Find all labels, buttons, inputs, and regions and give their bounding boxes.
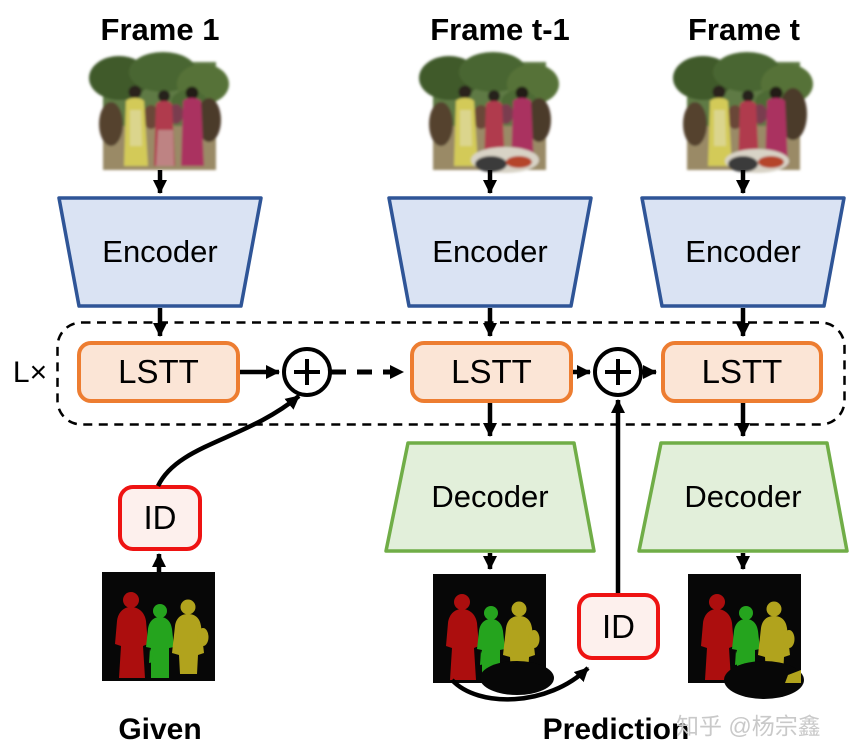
frame-1-title: Frame 1 xyxy=(100,12,220,47)
id-1-label: ID xyxy=(143,499,177,536)
lstt-2-label: LSTT xyxy=(451,353,532,390)
encoder-1-label: Encoder xyxy=(102,234,218,269)
decoder-3-shape: Decoder xyxy=(637,441,849,553)
encoder-1-shape: Encoder xyxy=(57,196,263,308)
frame-t-1-title: Frame t-1 xyxy=(430,12,570,47)
decoder-3-label: Decoder xyxy=(684,479,802,514)
decoder-2-label: Decoder xyxy=(431,479,549,514)
frame-t-1-photo xyxy=(419,52,559,173)
mask-prediction-t-image xyxy=(688,574,804,699)
decoder-2-shape: Decoder xyxy=(384,441,596,553)
id-2-box: ID xyxy=(577,593,660,660)
encoder-3-shape: Encoder xyxy=(640,196,846,308)
id-2-label: ID xyxy=(602,607,635,645)
mask-prediction-t-1-image xyxy=(433,574,554,695)
frame-1-photo xyxy=(89,52,229,170)
mask-given-image xyxy=(102,572,215,681)
sum-2-icon xyxy=(593,347,643,397)
prediction-caption: Prediction xyxy=(542,713,690,746)
lstt-1-box: LSTT xyxy=(77,341,240,403)
frame-t-photo xyxy=(673,52,813,173)
lstt-3-box: LSTT xyxy=(661,341,823,403)
encoder-2-shape: Encoder xyxy=(387,196,593,308)
encoder-2-label: Encoder xyxy=(432,234,548,269)
layer-repeat-label: L× xyxy=(12,356,48,389)
arrow-id1-to-sum1-curve xyxy=(155,394,301,488)
frame-t-title: Frame t xyxy=(688,12,800,47)
given-caption: Given xyxy=(118,713,202,746)
sum-1-icon xyxy=(282,347,332,397)
lstt-3-label: LSTT xyxy=(701,353,783,390)
encoder-3-label: Encoder xyxy=(685,234,801,269)
watermark: 知乎 @杨宗鑫 xyxy=(676,713,821,739)
id-1-box: ID xyxy=(118,485,202,551)
lstt-1-label: LSTT xyxy=(118,353,199,390)
lstt-2-box: LSTT xyxy=(410,341,573,403)
